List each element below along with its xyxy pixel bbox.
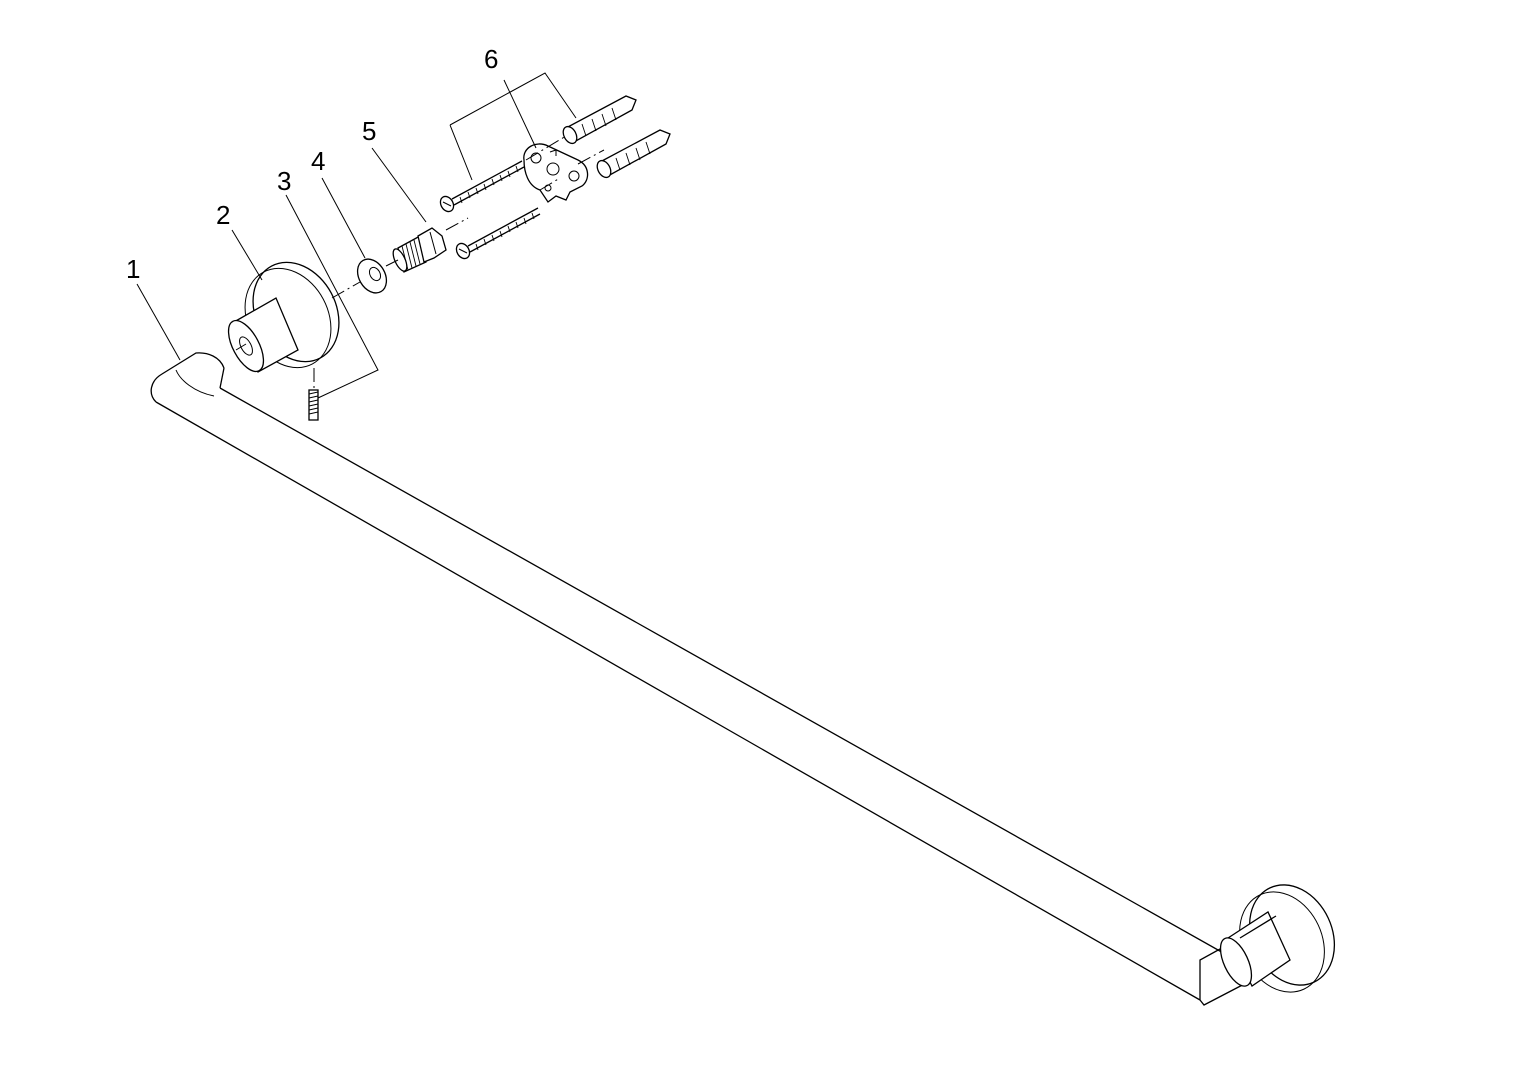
part-labels: 1 2 3 4 5 6 — [126, 44, 498, 284]
assembly-axis-upper — [525, 135, 605, 165]
wall-mount-right — [1219, 884, 1336, 993]
grub-screw — [308, 368, 319, 421]
towel-bar — [150, 352, 1253, 1006]
mounting-plate — [523, 143, 589, 203]
mounting-sleeve — [227, 261, 340, 373]
part-label-3: 3 — [277, 166, 291, 196]
leader-lines — [136, 72, 577, 399]
assembly-axis — [235, 177, 561, 351]
threaded-connector — [392, 227, 447, 273]
wood-screw-upper — [439, 160, 525, 213]
wood-screw-lower — [455, 207, 541, 260]
part-label-1: 1 — [126, 254, 140, 284]
part-label-5: 5 — [362, 116, 376, 146]
washer — [356, 258, 388, 294]
part-label-6: 6 — [484, 44, 498, 74]
part-label-4: 4 — [311, 146, 325, 176]
part-label-2: 2 — [216, 200, 230, 230]
wall-plug-lower — [596, 129, 671, 179]
wall-plug-upper — [562, 95, 637, 145]
